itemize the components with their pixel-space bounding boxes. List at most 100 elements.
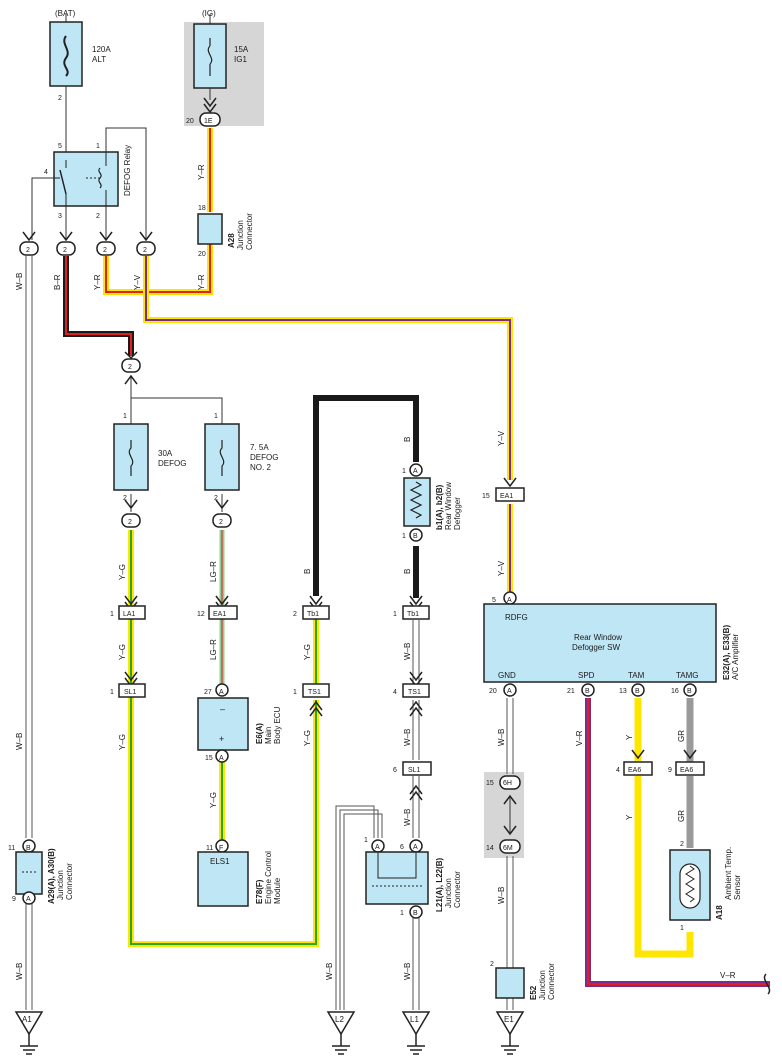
wire-v-r bbox=[585, 698, 770, 987]
fuse-15a-ig1 bbox=[193, 14, 227, 114]
connector-row-2 bbox=[19, 241, 156, 256]
connectors-row-la1 bbox=[118, 595, 430, 620]
fuse-30a-defog bbox=[113, 423, 149, 528]
defogger-line2: Defogger bbox=[453, 497, 462, 530]
a29-pin-a: A bbox=[26, 896, 31, 903]
a29-line2: Connector bbox=[65, 863, 74, 900]
ig-label: (IG) bbox=[202, 9, 216, 18]
wire-label-w-b-2: W–B bbox=[403, 643, 412, 660]
la1-label: LA1 bbox=[123, 611, 136, 618]
wire-label-y-v-2: Y–V bbox=[497, 430, 506, 446]
defog-relay bbox=[53, 118, 119, 207]
sensor-id: A18 bbox=[715, 905, 724, 920]
ecu-id: E6(A) bbox=[255, 723, 264, 744]
sl1-second-label: SL1 bbox=[408, 767, 421, 774]
spd-pin-b: B bbox=[585, 688, 590, 695]
la1-pin: 1 bbox=[110, 611, 114, 618]
defog2-fuse-pin-top: 1 bbox=[214, 413, 218, 420]
ea6-a-label: EA6 bbox=[628, 767, 641, 774]
ea1-label: EA1 bbox=[213, 611, 226, 618]
defogger-line1: Rear Window bbox=[444, 482, 453, 530]
defog2-fuse-conn: 2 bbox=[219, 519, 223, 526]
a28-pin-bottom: 20 bbox=[198, 251, 206, 258]
ea1-top-label: EA1 bbox=[500, 493, 513, 500]
defog2-fuse-rating: 7. 5A bbox=[250, 443, 269, 452]
ig1-fuse-rating: 15A bbox=[234, 45, 249, 54]
wire-label-w-b-8: W–B bbox=[325, 963, 334, 980]
wire-label-w-b-10: W–B bbox=[497, 887, 506, 904]
wire-label-w-b-9: W–B bbox=[403, 963, 412, 980]
relay-pin-2: 2 bbox=[96, 213, 100, 220]
tamg-pin-b: B bbox=[687, 688, 692, 695]
e52-line1: Junction bbox=[538, 970, 547, 1000]
defog-fuse-conn: 2 bbox=[128, 519, 132, 526]
wire-label-y-r-mid: Y–R bbox=[93, 274, 102, 290]
l21-pin-1b: 1 bbox=[400, 910, 404, 917]
relay-pin-4: 4 bbox=[44, 169, 48, 176]
l21-pin-b: B bbox=[413, 910, 418, 917]
a29-id: A29(A), A30(B) bbox=[47, 848, 56, 904]
l21-pin-a-1: A bbox=[375, 844, 380, 851]
conn-2-b: 2 bbox=[63, 247, 67, 254]
rear-window-defogger bbox=[403, 463, 431, 542]
wire-w-b-left bbox=[25, 256, 33, 1010]
relay-pin-5: 5 bbox=[58, 143, 62, 150]
e52-line2: Connector bbox=[547, 963, 556, 1000]
wire-label-v-r-1: V–R bbox=[575, 730, 584, 746]
wire-b bbox=[313, 395, 419, 598]
connector-split bbox=[121, 351, 141, 385]
wire-label-y-g-1: Y–G bbox=[118, 564, 127, 580]
defog2-fuse-name: DEFOG bbox=[250, 453, 278, 462]
connector-sl1-second bbox=[402, 761, 432, 801]
sl1-second-pin: 6 bbox=[393, 767, 397, 774]
junction-a29-a30 bbox=[15, 839, 43, 905]
ecu-pin-27: 27 bbox=[204, 689, 212, 696]
alt-fuse-pin: 2 bbox=[58, 95, 62, 102]
connectors-ea6 bbox=[623, 749, 705, 776]
rdfg-pin-a: A bbox=[507, 597, 512, 604]
ea1-top-pin: 15 bbox=[482, 493, 490, 500]
ambient-temp-sensor bbox=[669, 849, 711, 921]
junction-e52 bbox=[495, 967, 525, 999]
ts1-a-label: TS1 bbox=[308, 689, 321, 696]
ecm-line2: Module bbox=[273, 877, 282, 904]
defog-fuse-rating: 30A bbox=[158, 449, 173, 458]
fuse-7-5a-defog-no2 bbox=[204, 423, 240, 528]
l21-pin-6: 6 bbox=[400, 844, 404, 851]
alt-fuse-rating: 120A bbox=[92, 45, 111, 54]
wire-label-y-v-1: Y–V bbox=[133, 274, 142, 290]
defogger-pin-1: 1 bbox=[402, 468, 406, 475]
l21-pin-a-2: A bbox=[413, 844, 418, 851]
wire-label-gr-1: GR bbox=[677, 730, 686, 742]
sensor-line1: Ambient Temp. bbox=[724, 847, 733, 900]
gnd-pin-20: 20 bbox=[489, 688, 497, 695]
ea6-a-pin: 4 bbox=[616, 767, 620, 774]
junction-a28 bbox=[197, 213, 223, 245]
ig1-fuse-name: IG1 bbox=[234, 55, 247, 64]
wire-label-y-r-top: Y–R bbox=[197, 164, 206, 180]
wire-label-y-g-5: Y–G bbox=[303, 730, 312, 746]
wire-label-y-g-2: Y–G bbox=[118, 644, 127, 660]
bat-label: (BAT) bbox=[55, 9, 76, 18]
ecu-plus: + bbox=[219, 734, 224, 744]
ground-symbols bbox=[14, 1011, 525, 1055]
ts1-a-pin: 1 bbox=[293, 689, 297, 696]
a28-id: A28 bbox=[227, 233, 236, 248]
wire-label-y-g-3: Y–G bbox=[303, 644, 312, 660]
defog-fuse-pin-bottom: 2 bbox=[123, 495, 127, 502]
sw-line2: Defogger SW bbox=[572, 643, 620, 652]
ea6-b-label: EA6 bbox=[680, 767, 693, 774]
tb1-a-pin: 2 bbox=[293, 611, 297, 618]
ground-a1: A1 bbox=[22, 1015, 32, 1024]
connectors-6h-6m bbox=[499, 775, 521, 854]
wire-label-w-b-6: W–B bbox=[15, 733, 24, 750]
ecm-id: E78(F) bbox=[255, 879, 264, 904]
ecm-pin-f: F bbox=[219, 845, 223, 852]
tamg-pin-16: 16 bbox=[671, 688, 679, 695]
defog2-fuse-pin-bottom: 2 bbox=[214, 495, 218, 502]
sw-spd: SPD bbox=[578, 671, 595, 680]
wire-label-w-b-4: W–B bbox=[403, 809, 412, 826]
wire-w-b-gnd bbox=[506, 698, 514, 1010]
connector-arrows bbox=[22, 231, 153, 242]
